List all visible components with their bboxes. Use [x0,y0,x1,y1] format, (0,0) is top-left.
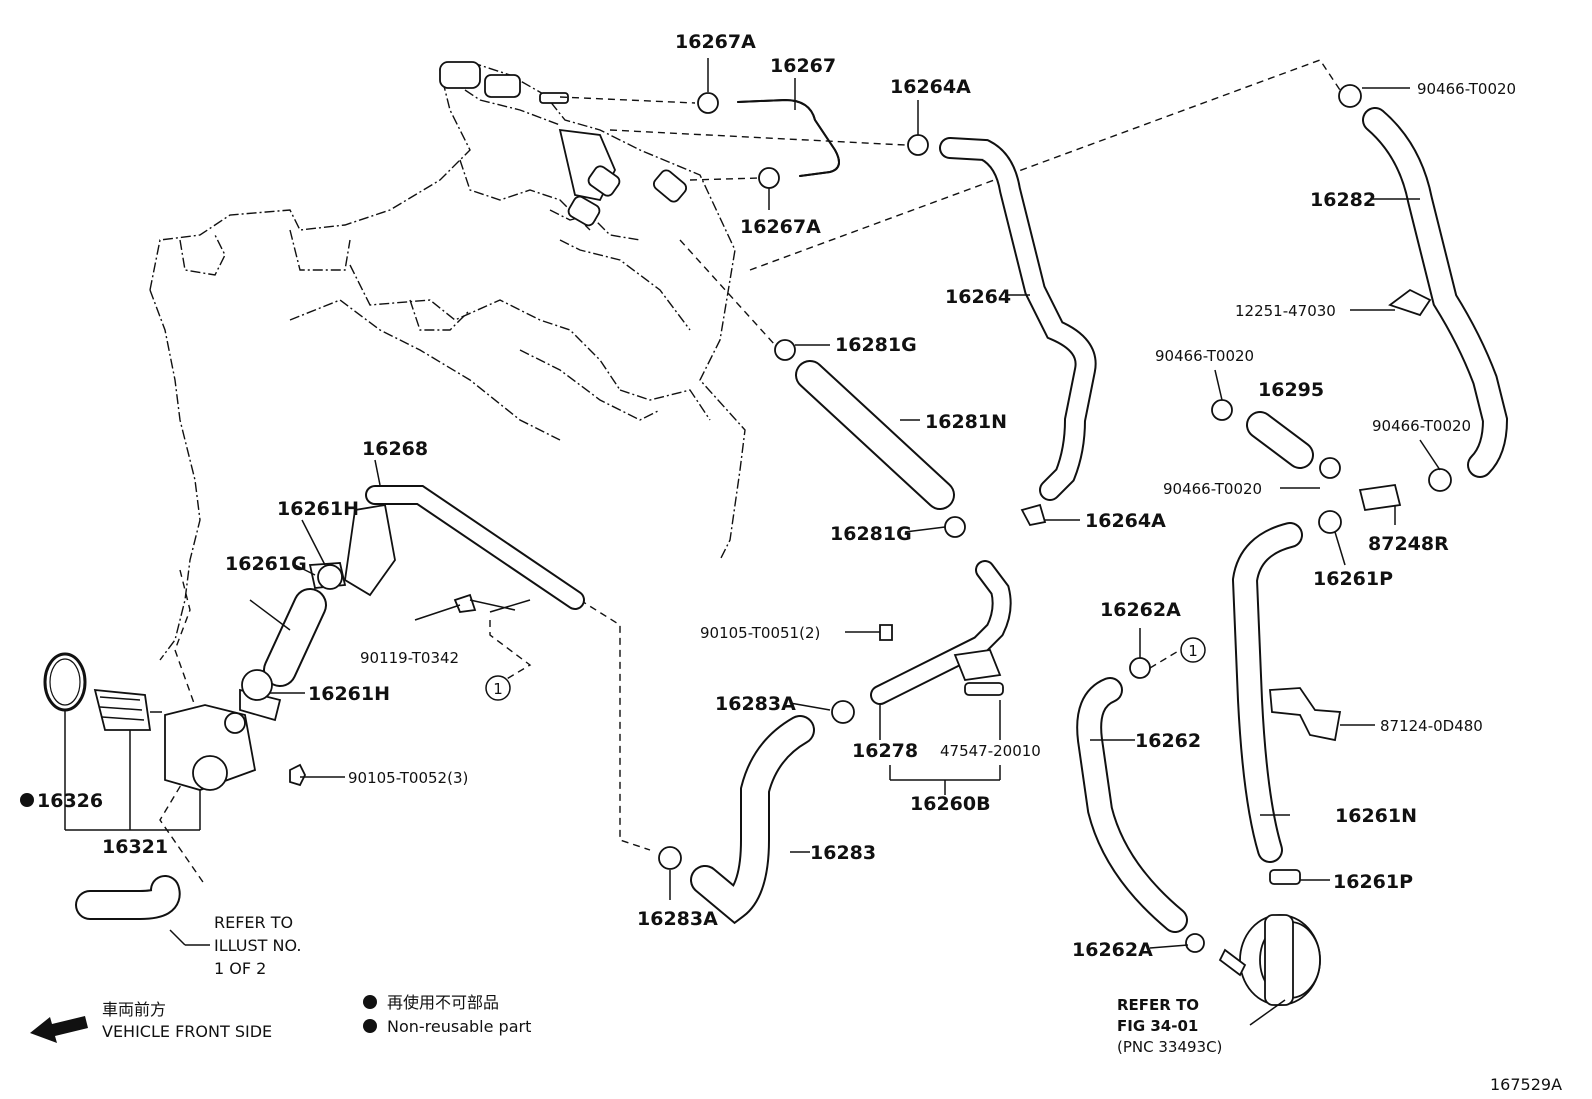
label-16281G-top: 16281G [835,334,917,356]
label-90466-T0020-1: 90466-T0020 [1417,80,1516,98]
legend-front-en: VEHICLE FRONT SIDE [102,1022,272,1041]
label-16326: 16326 [37,790,103,812]
label-16261P-lower: 16261P [1333,871,1413,893]
label-90105-T0051: 90105-T0051(2) [700,624,820,642]
refer-fig-line1: REFER TO [1117,996,1199,1014]
label-16283A-bottom: 16283A [637,908,718,930]
label-16262: 16262 [1135,730,1201,752]
refer-illust-line3: 1 OF 2 [214,959,266,978]
label-16264A-top: 16264A [890,76,971,98]
label-16283: 16283 [810,842,876,864]
label-90105-T0052: 90105-T0052(3) [348,769,468,787]
label-16267A-top: 16267A [675,31,756,53]
label-16295: 16295 [1258,379,1324,401]
label-16268: 16268 [362,438,428,460]
label-90466-T0020-3: 90466-T0020 [1372,417,1471,435]
hoses [75,98,1509,933]
part-labels: 16267A 16267 16267A 16264A 16264 16264A … [20,31,1516,961]
label-16264: 16264 [945,286,1011,308]
label-90466-T0020-4: 90466-T0020 [1163,480,1262,498]
label-16261P-upper: 16261P [1313,568,1393,590]
legend: 車両前方 VEHICLE FRONT SIDE 再使用不可部品 Non-reus… [30,993,531,1043]
refer-illust-note: REFER TO ILLUST NO. 1 OF 2 [214,913,301,978]
label-16267: 16267 [770,55,836,77]
label-16267A-bottom: 16267A [740,216,821,238]
refer-fig-note: REFER TO FIG 34-01 (PNC 33493C) [1117,996,1222,1056]
label-16262A-top: 16262A [1100,599,1181,621]
pipes [344,485,1012,705]
label-16260B: 16260B [910,793,991,815]
label-16282: 16282 [1310,189,1376,211]
label-90119-T0342: 90119-T0342 [360,649,459,667]
label-16261G: 16261G [225,553,307,575]
refer-fig-line3: (PNC 33493C) [1117,1038,1222,1056]
legend-nonreuse-en: Non-reusable part [387,1017,531,1036]
engine-outline [149,61,746,661]
non-reusable-dot-16326 [20,793,34,807]
ref-marker-1-right: 1 [1180,637,1206,663]
label-16283A-top: 16283A [715,693,796,715]
non-reusable-dot-icon-2 [363,1019,377,1033]
bracket-87124 [1269,687,1342,742]
diagram-id: 167529A [1490,1075,1562,1094]
legend-front-jp: 車両前方 [102,1000,166,1019]
label-12251-47030: 12251-47030 [1235,302,1336,320]
ref-marker-1-left-text: 1 [493,680,503,698]
leader-lines [64,58,1441,1026]
legend-nonreuse-jp: 再使用不可部品 [387,993,499,1012]
ref-marker-1-right-text: 1 [1188,642,1198,660]
label-90466-T0020-2: 90466-T0020 [1155,347,1254,365]
label-16261H-bottom: 16261H [308,683,390,705]
label-16321: 16321 [102,836,168,858]
upper-fittings [439,61,688,227]
label-16261H-top: 16261H [277,498,359,520]
label-87248R: 87248R [1368,533,1449,555]
label-47547-20010: 47547-20010 [940,742,1041,760]
refer-illust-line2: ILLUST NO. [214,936,301,955]
refer-illust-line1: REFER TO [214,913,293,932]
label-16281G-bottom: 16281G [830,523,912,545]
front-arrow-icon [30,1016,88,1043]
label-16278: 16278 [852,740,918,762]
label-87124-0D480: 87124-0D480 [1380,717,1483,735]
label-16281N: 16281N [925,411,1007,433]
ref-marker-1-left: 1 [485,675,511,701]
clamps [241,84,1452,953]
non-reusable-dot-icon [363,995,377,1009]
label-16262A-bottom: 16262A [1072,939,1153,961]
refer-fig-line2: FIG 34-01 [1117,1017,1198,1035]
label-16264A-bottom: 16264A [1085,510,1166,532]
label-16261N: 16261N [1335,805,1417,827]
water-valve [1218,914,1321,1006]
